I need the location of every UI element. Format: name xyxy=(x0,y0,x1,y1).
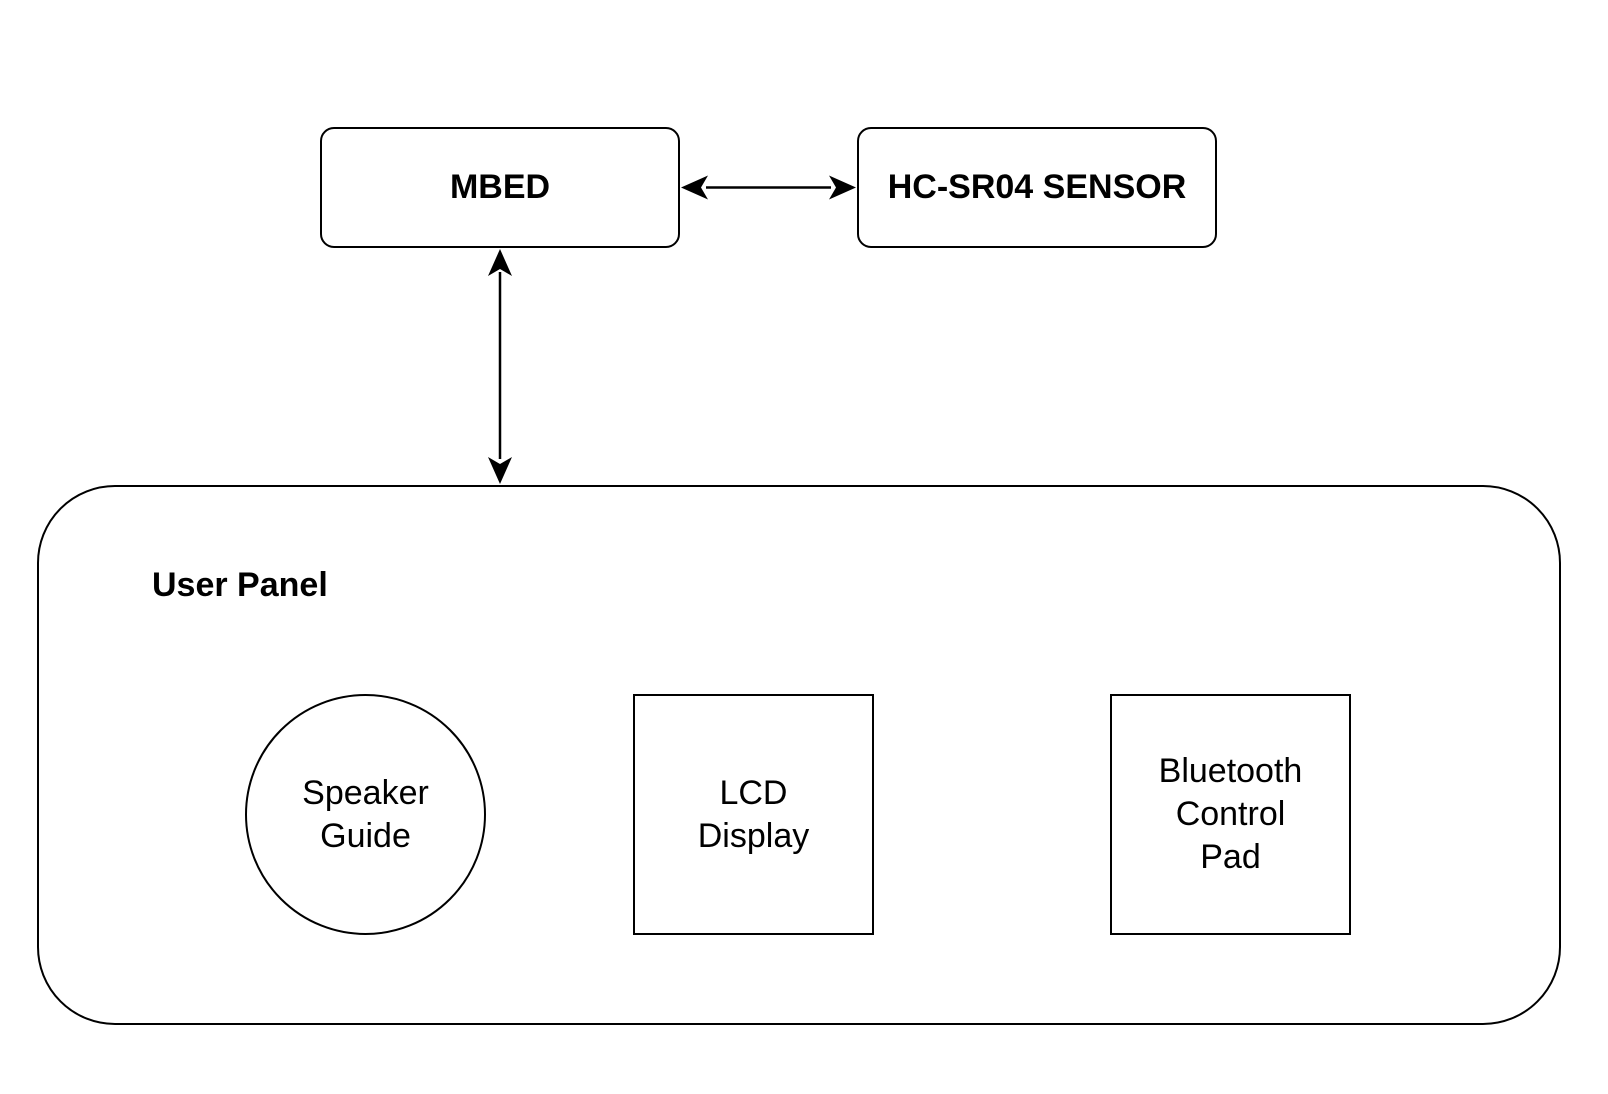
arrowhead-left-icon xyxy=(681,175,708,200)
hc-sr04-sensor-node: HC-SR04 SENSOR xyxy=(857,127,1217,248)
bluetooth-label-line: Bluetooth xyxy=(1158,752,1303,790)
mbed-node: MBED xyxy=(320,127,680,248)
speaker-guide-label-line: Guide xyxy=(320,816,411,855)
speaker-guide-label: Speaker Guide xyxy=(302,772,429,858)
speaker-guide-label-line: Speaker xyxy=(302,773,429,812)
lcd-display-label-line: LCD xyxy=(719,773,788,812)
speaker-guide-node: Speaker Guide xyxy=(245,694,486,935)
user-panel-title: User Panel xyxy=(152,566,328,604)
lcd-display-label-line: Display xyxy=(697,816,810,855)
bluetooth-control-pad-node: Bluetooth Control Pad xyxy=(1110,694,1351,935)
arrowhead-right-icon xyxy=(829,175,856,200)
mbed-label: MBED xyxy=(449,168,551,207)
arrowhead-down-icon xyxy=(488,457,512,484)
bluetooth-label-line: Control xyxy=(1175,795,1286,833)
mbed-sensor-arrow xyxy=(681,175,856,200)
bluetooth-control-pad-label: Bluetooth Control Pad xyxy=(1159,750,1303,879)
lcd-display-label: LCD Display xyxy=(698,772,809,858)
mbed-panel-arrow xyxy=(488,249,512,484)
bluetooth-label-line: Pad xyxy=(1200,838,1261,876)
arrowhead-up-icon xyxy=(488,249,512,276)
sensor-label: HC-SR04 SENSOR xyxy=(887,168,1187,207)
lcd-display-node: LCD Display xyxy=(633,694,874,935)
